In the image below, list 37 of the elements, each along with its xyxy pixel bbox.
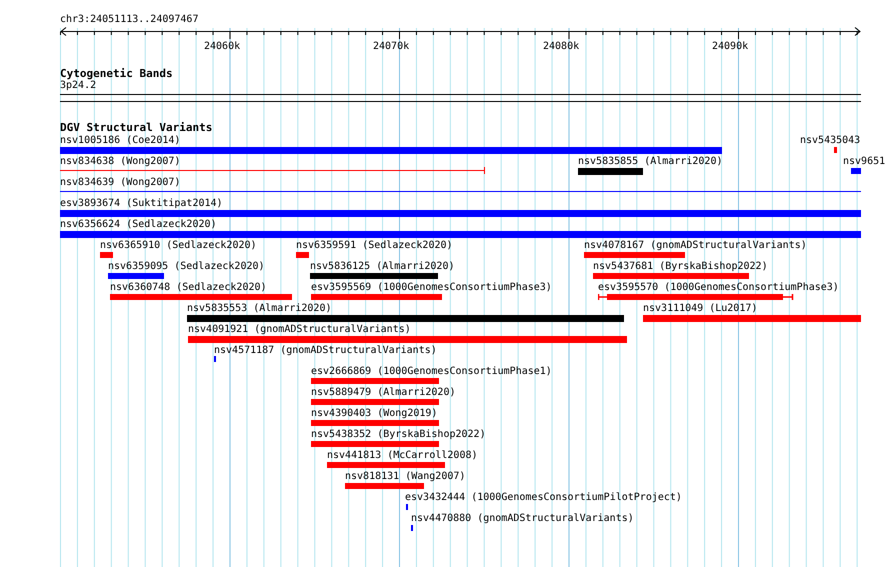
- variant-label: nsv1005186 (Coe2014): [60, 135, 180, 146]
- axis-tick-label: 24090k: [712, 41, 748, 52]
- variant-label: nsv4078167 (gnomADStructuralVariants): [584, 240, 807, 251]
- variant-label: nsv6360748 (Sedlazeck2020): [110, 282, 267, 293]
- track-title: Cytogenetic Bands: [60, 68, 173, 79]
- variant-label: nsv6365910 (Sedlazeck2020): [100, 240, 257, 251]
- variant-label: nsv3111049 (Lu2017): [643, 303, 758, 314]
- variant-label: nsv5889479 (Almarri2020): [311, 387, 456, 398]
- band-label: 3p24.2: [60, 80, 96, 91]
- axis-tick-label: 24080k: [543, 41, 580, 52]
- variant-label: nsv5835855 (Almarri2020): [578, 156, 722, 167]
- variant-label: nsv4470880 (gnomADStructuralVariants): [411, 513, 634, 524]
- variant-label: esv3595569 (1000GenomesConsortiumPhase3): [311, 282, 552, 293]
- variant-label: nsv834638 (Wong2007): [60, 156, 180, 167]
- variant-label: nsv818131 (Wang2007): [345, 471, 466, 482]
- variant-label: nsv441813 (McCarroll2008): [327, 450, 478, 461]
- variant-label: nsv4091921 (gnomADStructuralVariants): [188, 324, 411, 335]
- variant-label: esv3893674 (Suktitipat2014): [60, 198, 223, 209]
- variant-label: nsv5836125 (Almarri2020): [310, 261, 454, 272]
- variant-label: esv3432444 (1000GenomesConsortiumPilotProject): [405, 492, 682, 503]
- variant-label: nsv5437681 (ByrskaBishop2022): [593, 261, 768, 272]
- variant-label: nsv6359591 (Sedlazeck2020): [296, 240, 453, 251]
- track-title: DGV Structural Variants: [60, 122, 212, 133]
- variant-label: esv3595570 (1000GenomesConsortiumPhase3): [598, 282, 839, 293]
- variant-label: nsv5438352 (ByrskaBishop2022): [311, 429, 486, 440]
- axis-tick-label: 24060k: [204, 41, 240, 52]
- variant-label: nsv834639 (Wong2007): [60, 177, 180, 188]
- variant-label: esv2666869 (1000GenomesConsortiumPhase1): [311, 366, 552, 377]
- variant-label: nsv4571187 (gnomADStructuralVariants): [214, 345, 437, 356]
- variant-label: nsv5435043: [800, 135, 860, 146]
- region-title: chr3:24051113..24097467: [60, 14, 198, 25]
- variant-label: nsv9651: [843, 156, 886, 167]
- variant-label: nsv6359095 (Sedlazeck2020): [108, 261, 265, 272]
- variant-label: nsv6356624 (Sedlazeck2020): [60, 219, 217, 230]
- variant-label: nsv4390403 (Wong2019): [311, 408, 438, 419]
- variant-label: nsv5835553 (Almarri2020): [187, 303, 332, 314]
- axis-tick-label: 24070k: [373, 41, 410, 52]
